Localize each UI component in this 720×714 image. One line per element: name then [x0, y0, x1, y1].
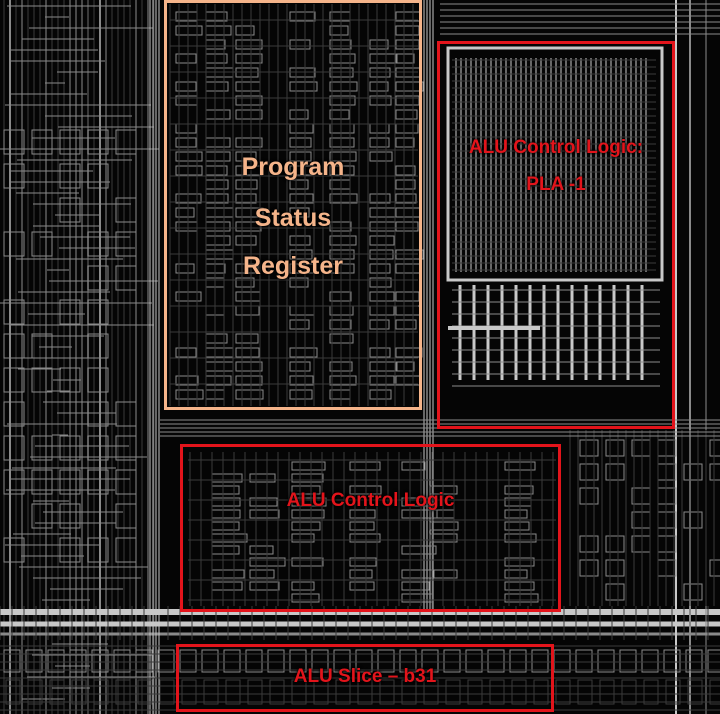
region-alu-control-logic-pla: ALU Control Logic: PLA -1: [437, 41, 675, 429]
region-label-pla-1: PLA -1: [526, 174, 586, 195]
region-label-alu-control-logic-colon: ALU Control Logic:: [468, 137, 644, 158]
region-label-alu-control-logic: ALU Control Logic: [286, 490, 455, 511]
region-label-register: Register: [242, 252, 344, 280]
region-program-status-register: Program Status Register: [164, 0, 422, 410]
region-label-status: Status: [254, 204, 332, 232]
region-alu-slice-b31: ALU Slice – b31: [176, 644, 554, 712]
region-label-alu-slice-b31: ALU Slice – b31: [293, 666, 437, 687]
region-label-program: Program: [241, 153, 345, 181]
region-alu-control-logic: ALU Control Logic: [180, 444, 561, 612]
